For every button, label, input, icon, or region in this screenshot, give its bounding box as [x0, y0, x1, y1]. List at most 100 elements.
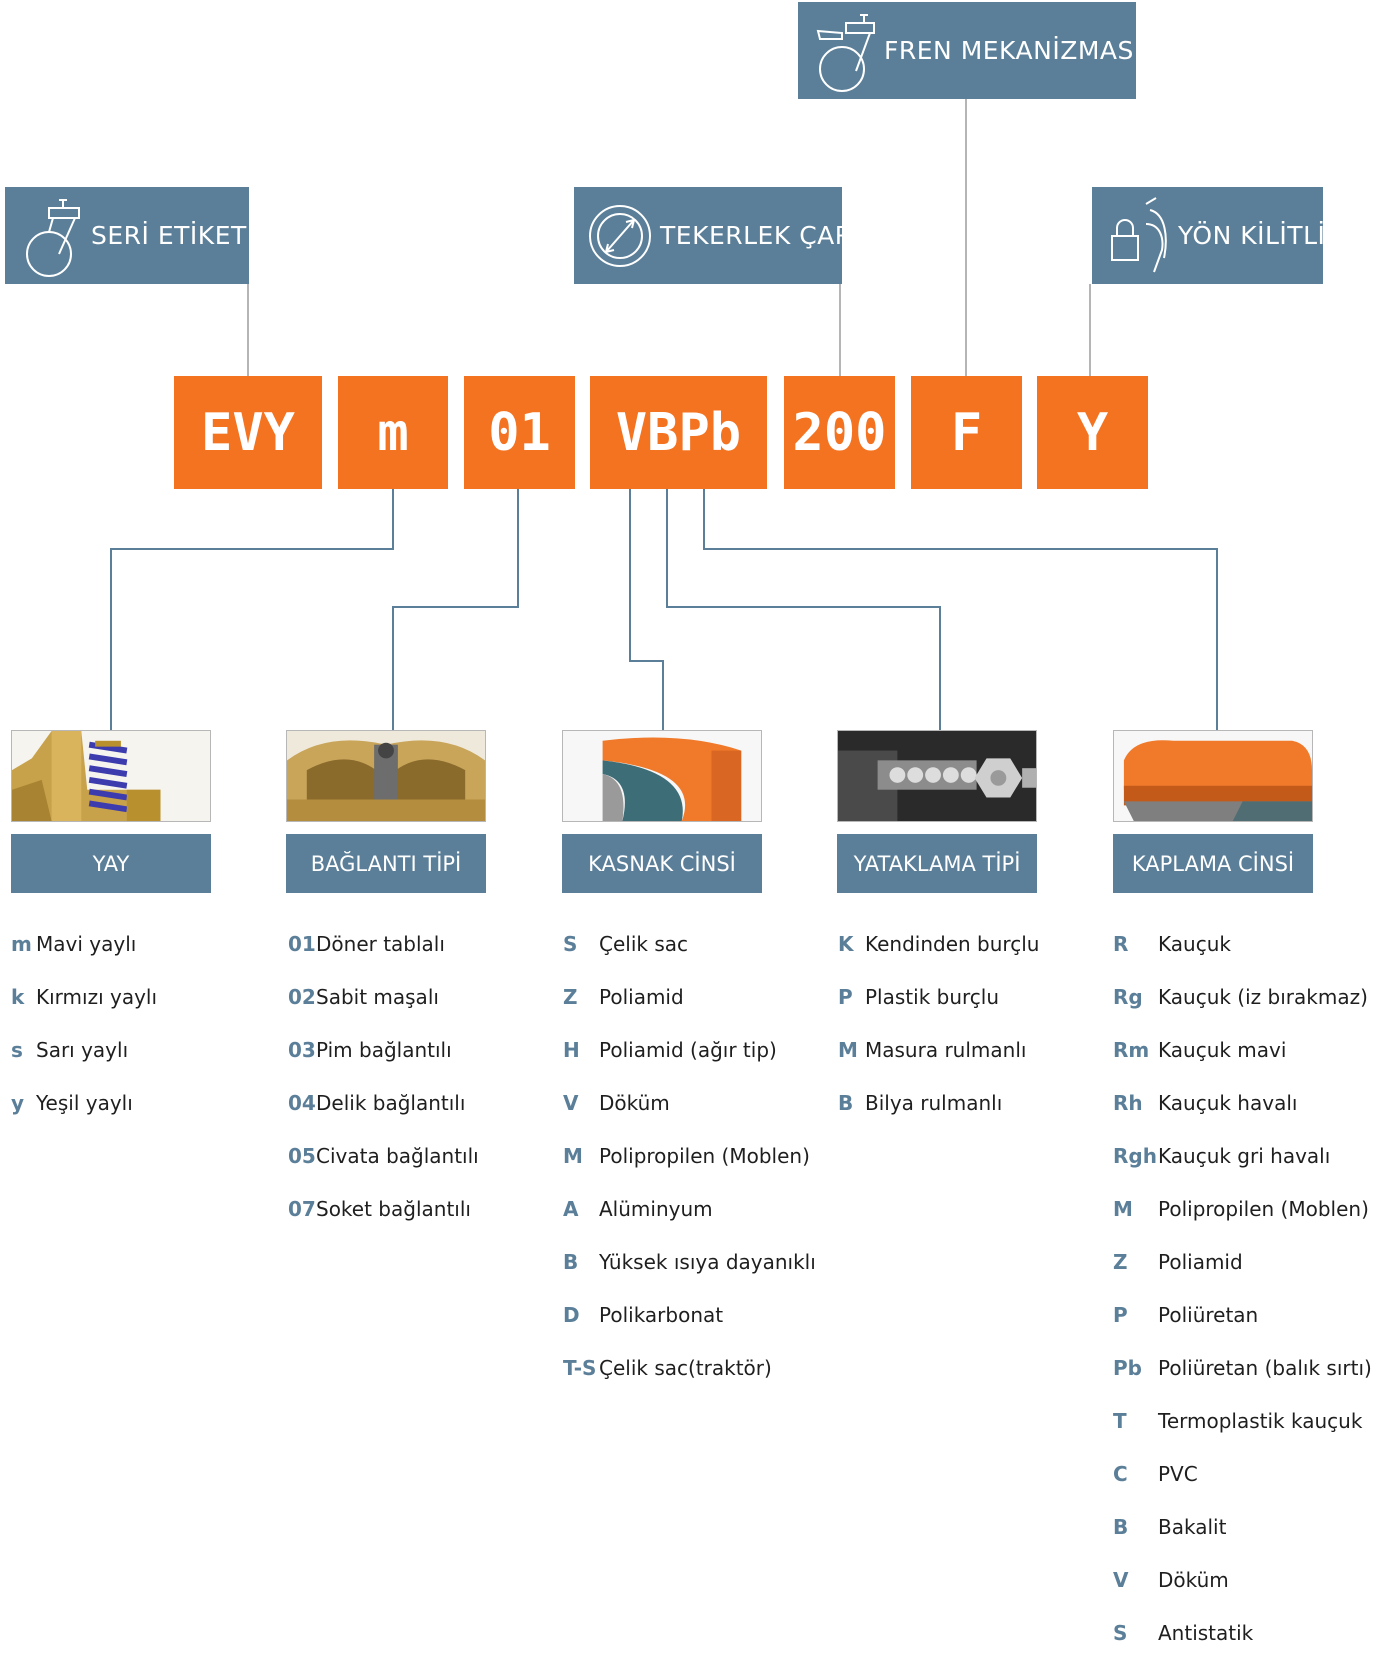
padlock-caster-icon — [1111, 196, 1167, 272]
option-code: T-S — [563, 1355, 597, 1380]
option-code: M — [1113, 1196, 1133, 1221]
option-code: Rm — [1113, 1037, 1150, 1062]
code-segment-connection: 01 — [464, 376, 575, 489]
option-code: H — [563, 1037, 580, 1062]
category-label-yay: YAY — [11, 834, 211, 893]
option-text: Poliamid — [599, 984, 684, 1009]
option-text: Döner tablalı — [316, 931, 445, 956]
option-text: Polikarbonat — [599, 1302, 724, 1327]
option-text: Sarı yaylı — [36, 1037, 129, 1062]
option-text: Kauçuk gri havalı — [1158, 1143, 1331, 1168]
option-code: S — [1113, 1620, 1128, 1645]
connection-photo — [286, 730, 486, 822]
header-label: YÖN KİLİTLİ — [1178, 221, 1326, 250]
option-code: 05 — [288, 1143, 316, 1168]
option-text: Yeşil yaylı — [36, 1090, 133, 1115]
option-code: C — [1113, 1461, 1128, 1486]
list-item: S Antistatik — [1113, 1606, 1372, 1659]
option-text: Antistatik — [1158, 1620, 1254, 1645]
option-text: Döküm — [1158, 1567, 1229, 1592]
option-code: V — [1113, 1567, 1129, 1592]
diameter-icon — [589, 204, 651, 267]
list-item: R Kauçuk — [1113, 917, 1372, 970]
option-text: Kauçuk mavi — [1158, 1037, 1287, 1062]
option-code: R — [1113, 931, 1129, 956]
option-code: 03 — [288, 1037, 316, 1062]
option-text: Civata bağlantılı — [316, 1143, 479, 1168]
code-segment-rim-bearing-tread: VBPb — [590, 376, 767, 489]
list-item: V Döküm — [563, 1076, 816, 1129]
connector-line-kasnak — [629, 489, 664, 730]
option-code: T — [1113, 1408, 1127, 1433]
option-code: Z — [1113, 1249, 1128, 1274]
option-text: Poliamid (ağır tip) — [599, 1037, 777, 1062]
option-code: Rg — [1113, 984, 1143, 1009]
code-segment-direction-lock: Y — [1037, 376, 1148, 489]
header-seri-etiketi: SERİ ETİKETİ — [5, 187, 254, 284]
header-label: SERİ ETİKETİ — [91, 221, 255, 250]
option-code: V — [563, 1090, 579, 1115]
option-text: Yüksek ısıya dayanıklı — [599, 1249, 816, 1274]
option-code: M — [838, 1037, 858, 1062]
connector-line-yataklama — [666, 489, 941, 730]
list-item: Z Poliamid — [563, 970, 816, 1023]
option-code: Z — [563, 984, 578, 1009]
option-code: D — [563, 1302, 580, 1327]
option-code: B — [838, 1090, 854, 1115]
option-code: 04 — [288, 1090, 316, 1115]
caster-wheel-icon — [26, 198, 80, 277]
option-text: Kauçuk — [1158, 931, 1231, 956]
option-text: Polipropilen (Moblen) — [1158, 1196, 1369, 1221]
option-text: Masura rulmanlı — [865, 1037, 1027, 1062]
option-code: 07 — [288, 1196, 316, 1221]
code-segment-diameter: 200 — [784, 376, 895, 489]
list-item: y Yeşil yaylı — [11, 1076, 157, 1129]
header-yon-kilitli: YÖN KİLİTLİ — [1092, 187, 1326, 284]
option-code: P — [838, 984, 853, 1009]
list-item: Rg Kauçuk (iz bırakmaz) — [1113, 970, 1372, 1023]
list-item: D Polikarbonat — [563, 1288, 816, 1341]
list-item: Z Poliamid — [1113, 1235, 1372, 1288]
header-label: FREN MEKANİZMASI — [884, 36, 1142, 65]
option-text: Mavi yaylı — [36, 931, 137, 956]
option-code: K — [838, 931, 854, 956]
option-text: Poliüretan — [1158, 1302, 1259, 1327]
option-code: M — [563, 1143, 583, 1168]
option-text: Bakalit — [1158, 1514, 1227, 1539]
option-text: Kauçuk (iz bırakmaz) — [1158, 984, 1368, 1009]
option-code: y — [11, 1090, 25, 1115]
option-text: Sabit maşalı — [316, 984, 439, 1009]
option-text: Poliamid — [1158, 1249, 1243, 1274]
option-code: 02 — [288, 984, 316, 1009]
code-segment-spring: m — [338, 376, 448, 489]
list-item: Rm Kauçuk mavi — [1113, 1023, 1372, 1076]
header-label: TEKERLEK ÇAPI — [660, 221, 859, 250]
option-code: Rgh — [1113, 1143, 1157, 1168]
option-text: Döküm — [599, 1090, 670, 1115]
category-label-baglanti-tipi: BAĞLANTI TİPİ — [286, 834, 486, 893]
option-text: Bilya rulmanlı — [865, 1090, 1003, 1115]
tread-photo — [1113, 730, 1313, 822]
code-segment-series: EVY — [174, 376, 322, 489]
category-label-kaplama-cinsi: KAPLAMA CİNSİ — [1113, 834, 1313, 893]
